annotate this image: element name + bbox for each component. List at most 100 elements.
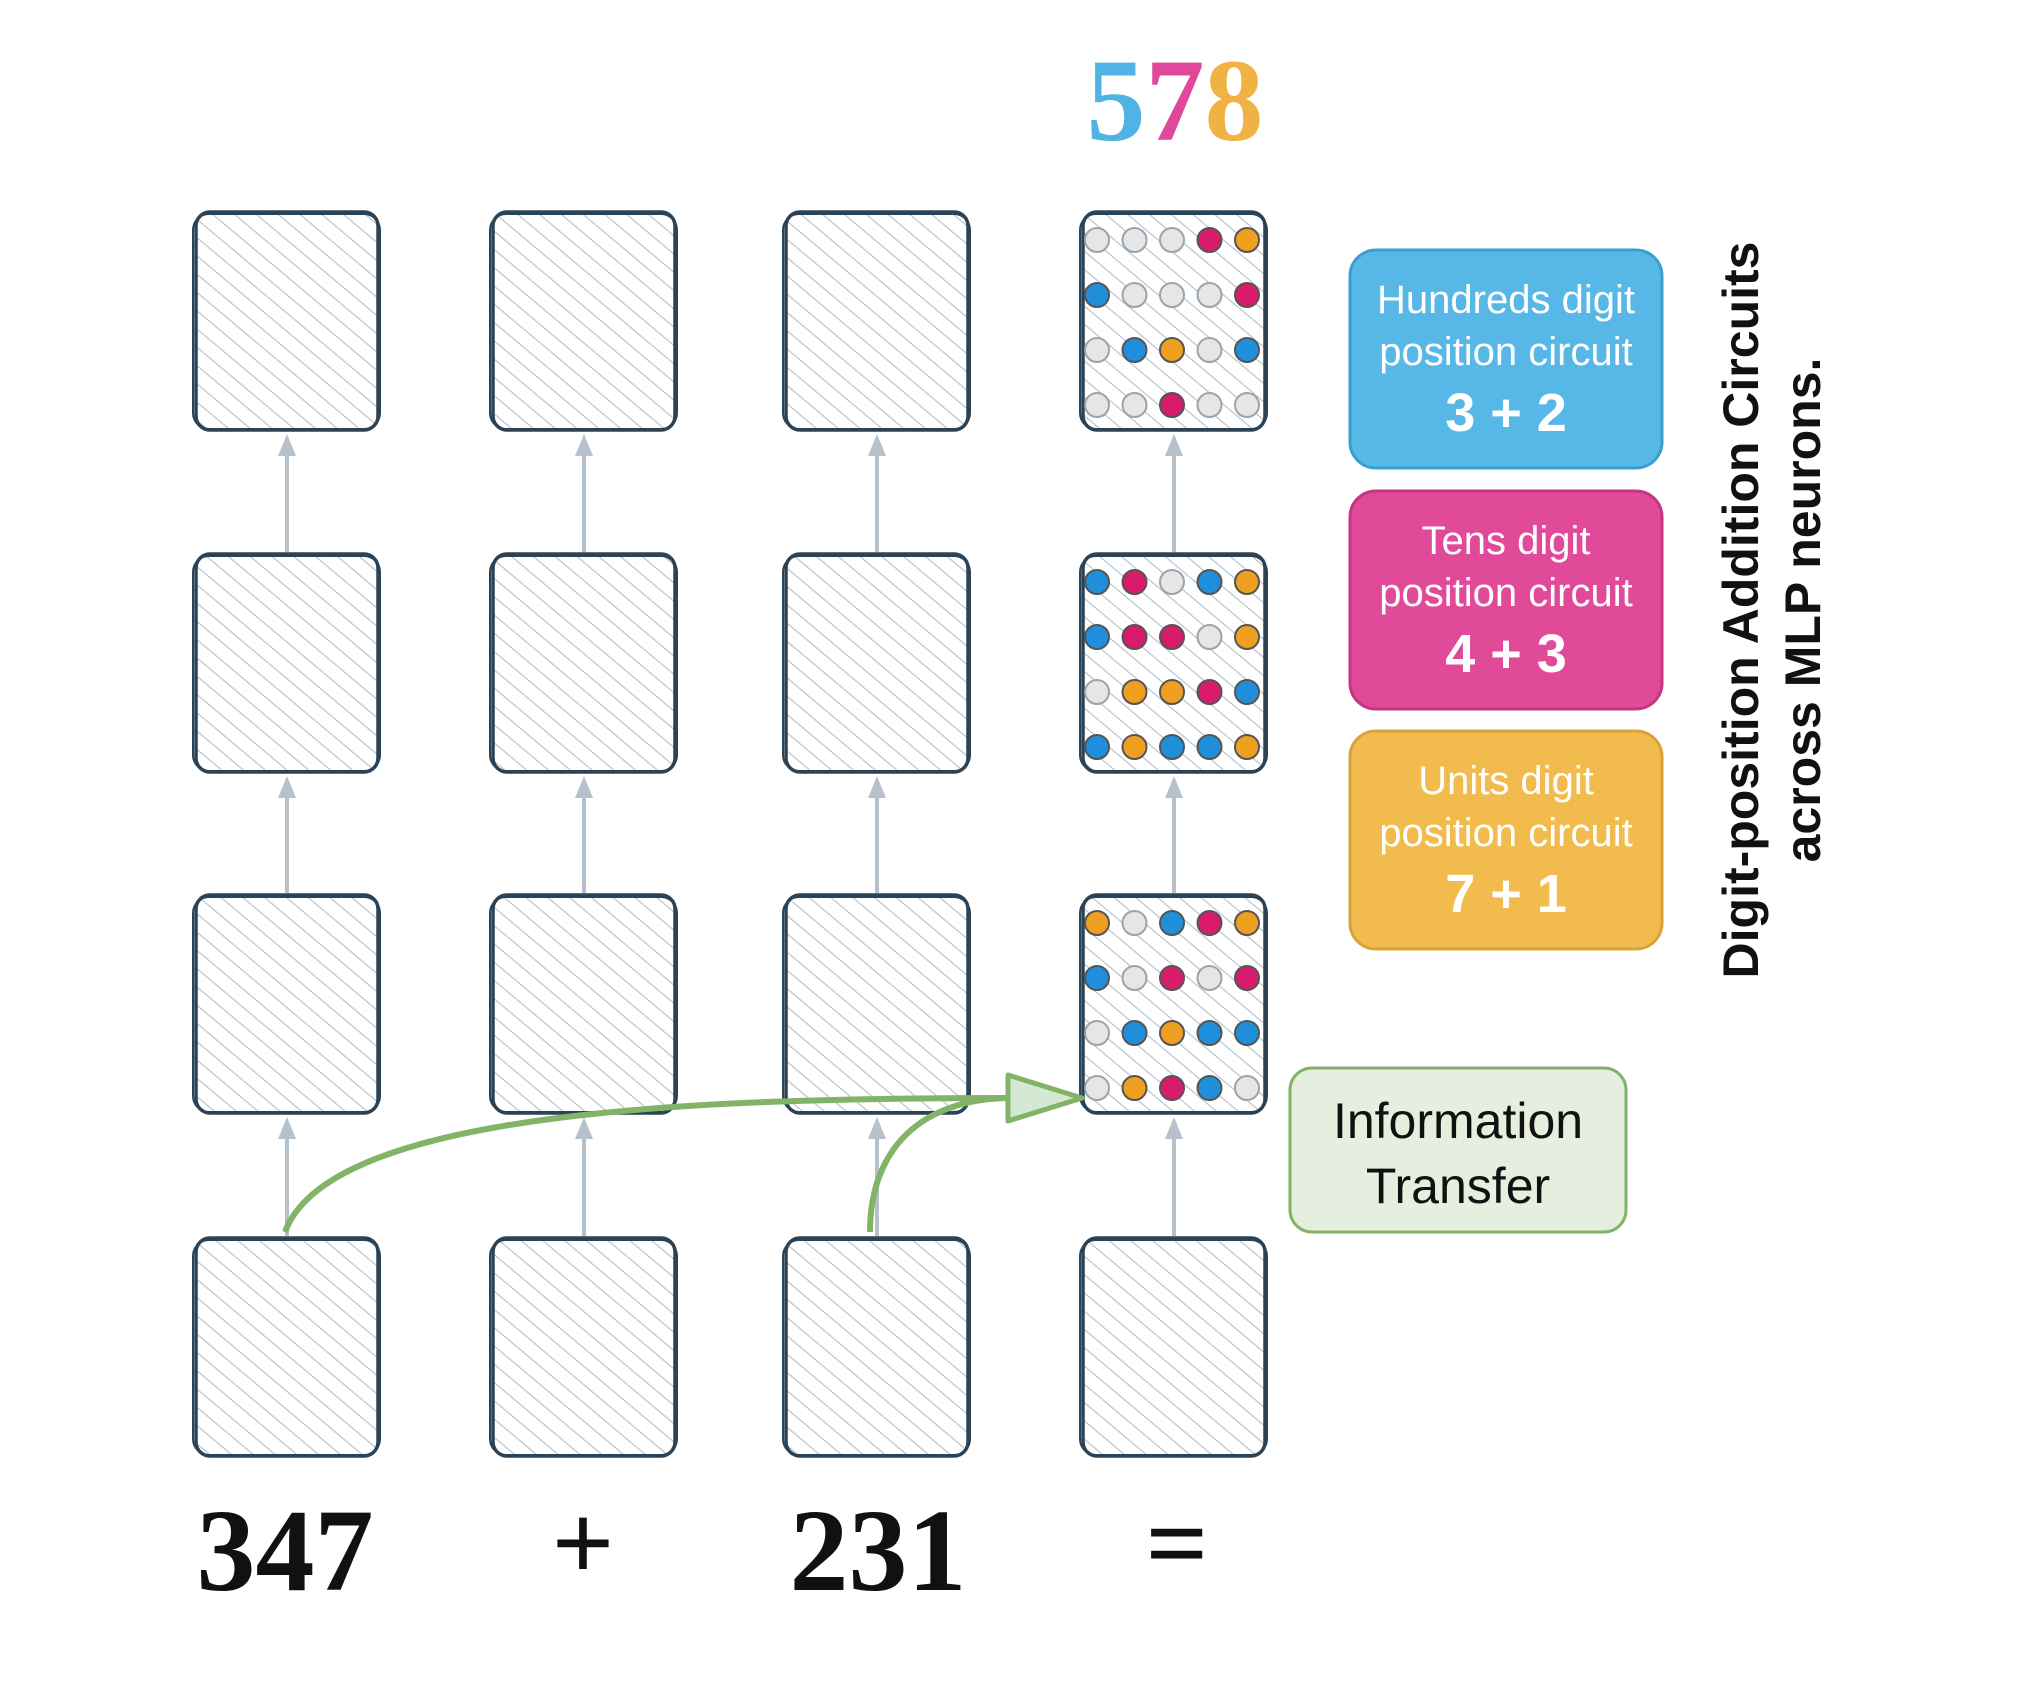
neuron-top-0-4 xyxy=(1234,227,1260,253)
neuron-lower-2-1 xyxy=(1121,1020,1148,1046)
layer-box-347-top xyxy=(192,210,381,432)
layer-box-347-input xyxy=(192,1236,381,1458)
token-plus: + xyxy=(552,1482,615,1604)
neuron-lower-1-3 xyxy=(1196,965,1223,991)
neuron-top-0-1 xyxy=(1121,227,1148,253)
neuron-top-2-1 xyxy=(1121,337,1148,363)
circuit-hundreds-line2: position circuit xyxy=(1379,330,1632,374)
circuit-hundreds-sum: 3 + 2 xyxy=(1445,383,1567,443)
layer-box-equals-middle xyxy=(1079,552,1268,774)
neuron-middle-0-1 xyxy=(1121,569,1148,595)
neuron-top-2-3 xyxy=(1196,337,1223,363)
answer-number: 578 xyxy=(1087,35,1264,166)
neuron-middle-1-0 xyxy=(1084,624,1110,650)
neuron-middle-0-3 xyxy=(1196,569,1223,595)
info-transfer-line1: Information xyxy=(1333,1093,1583,1149)
token-equals: = xyxy=(1146,1482,1209,1604)
info-transfer-line2: Transfer xyxy=(1366,1158,1550,1214)
layer-box-plus-input xyxy=(489,1236,678,1458)
layer-arrowhead-347-1 xyxy=(278,434,296,456)
neuron-lower-2-4 xyxy=(1234,1020,1260,1046)
neuron-middle-1-1 xyxy=(1121,624,1148,650)
neuron-lower-2-3 xyxy=(1196,1020,1223,1046)
information-transfer-label: Information Transfer xyxy=(1288,1066,1628,1234)
layer-box-plus-middle xyxy=(489,552,678,774)
layer-arrowhead-plus-1 xyxy=(575,434,593,456)
neuron-top-2-2 xyxy=(1159,337,1185,363)
neuron-top-3-2 xyxy=(1159,392,1185,418)
neuron-top-0-2 xyxy=(1159,227,1185,253)
neuron-top-1-0 xyxy=(1084,282,1110,308)
neuron-middle-3-3 xyxy=(1196,734,1223,760)
neuron-middle-3-0 xyxy=(1084,734,1110,760)
layer-box-231-middle xyxy=(782,552,971,774)
neuron-lower-0-4 xyxy=(1234,910,1260,936)
layer-arrowhead-equals-3 xyxy=(1165,1117,1183,1139)
side-title-line1: Digit-position Addition Circuits xyxy=(1713,242,1769,979)
neuron-top-1-3 xyxy=(1196,282,1223,308)
neuron-middle-1-3 xyxy=(1196,624,1223,650)
neuron-lower-2-2 xyxy=(1159,1020,1185,1046)
circuit-tens-line1: Tens digit xyxy=(1422,519,1591,563)
circuit-units-line2: position circuit xyxy=(1379,811,1632,855)
circuit-tens: Tens digit position circuit 4 + 3 xyxy=(1348,489,1664,711)
neuron-lower-3-0 xyxy=(1084,1075,1110,1101)
layer-grid xyxy=(192,210,1268,1458)
layer-arrowhead-plus-3 xyxy=(575,1117,593,1139)
token-347: 347 xyxy=(197,1485,374,1616)
neuron-lower-3-1 xyxy=(1121,1075,1148,1101)
neuron-top-3-4 xyxy=(1234,392,1260,418)
neuron-middle-3-1 xyxy=(1121,734,1148,760)
circuit-tens-sum: 4 + 3 xyxy=(1445,624,1567,684)
information-transfer-arrows xyxy=(282,1072,1085,1234)
layer-box-equals-top xyxy=(1079,210,1268,432)
neuron-top-1-2 xyxy=(1159,282,1185,308)
neuron-lower-1-0 xyxy=(1084,965,1110,991)
neuron-lower-0-0 xyxy=(1084,910,1110,936)
neuron-top-3-1 xyxy=(1121,392,1148,418)
layer-box-equals-lower xyxy=(1079,893,1268,1115)
transfer-curve-from-231 xyxy=(867,1095,1013,1233)
neuron-top-3-0 xyxy=(1084,392,1110,418)
token-231: 231 xyxy=(790,1485,967,1616)
neuron-lower-1-1 xyxy=(1121,965,1148,991)
layer-arrowhead-plus-2 xyxy=(575,776,593,798)
layer-box-231-lower xyxy=(782,893,971,1115)
neuron-middle-0-0 xyxy=(1084,569,1110,595)
neuron-middle-2-1 xyxy=(1121,679,1148,705)
neuron-middle-1-2 xyxy=(1159,624,1185,650)
layer-box-347-lower xyxy=(192,893,381,1115)
circuit-tens-line2: position circuit xyxy=(1379,571,1632,615)
answer-digit-hundreds: 5 xyxy=(1087,35,1146,166)
circuit-hundreds-line1: Hundreds digit xyxy=(1377,278,1635,322)
neuron-lower-3-2 xyxy=(1159,1075,1185,1101)
neuron-lower-2-0 xyxy=(1084,1020,1110,1046)
circuit-units-sum: 7 + 1 xyxy=(1445,864,1567,924)
neuron-middle-0-4 xyxy=(1234,569,1260,595)
layer-arrowhead-equals-1 xyxy=(1165,434,1183,456)
neuron-middle-3-2 xyxy=(1159,734,1185,760)
neuron-lower-0-2 xyxy=(1159,910,1185,936)
transfer-arrowhead xyxy=(1005,1072,1085,1124)
layer-arrowhead-347-3 xyxy=(278,1117,296,1139)
layer-box-plus-top xyxy=(489,210,678,432)
neuron-middle-3-4 xyxy=(1234,734,1260,760)
circuit-units: Units digit position circuit 7 + 1 xyxy=(1348,729,1664,951)
layer-box-231-input xyxy=(782,1236,971,1458)
neuron-top-3-3 xyxy=(1196,392,1223,418)
neuron-middle-2-2 xyxy=(1159,679,1185,705)
layer-box-231-top xyxy=(782,210,971,432)
layer-arrowhead-231-3 xyxy=(868,1117,886,1139)
side-title: Digit-position Addition Circuits across … xyxy=(1713,242,1831,979)
layer-arrows xyxy=(278,434,1183,1236)
neuron-lower-0-3 xyxy=(1196,910,1223,936)
layer-arrowhead-equals-2 xyxy=(1165,776,1183,798)
layer-box-347-middle xyxy=(192,552,381,774)
neuron-lower-3-4 xyxy=(1234,1075,1260,1101)
neuron-top-0-0 xyxy=(1084,227,1110,253)
neuron-top-2-4 xyxy=(1234,337,1260,363)
circuit-units-line1: Units digit xyxy=(1418,759,1594,803)
layer-box-plus-lower xyxy=(489,893,678,1115)
answer-digit-units: 8 xyxy=(1205,35,1264,166)
